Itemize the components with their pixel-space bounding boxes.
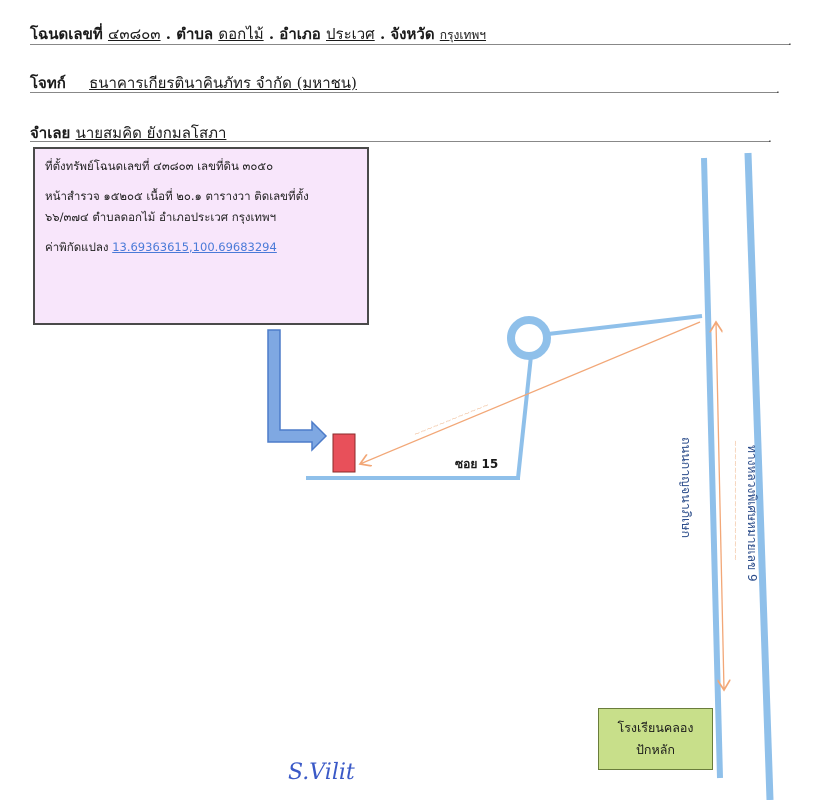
- district-value: ประเวศ: [326, 25, 375, 43]
- property-marker: [332, 433, 356, 473]
- plaintiff-dot: .: [776, 82, 780, 96]
- distance-note: ~~~~~~~~~~~~: [412, 400, 490, 438]
- defendant-line: จำเลย นายสมคิด ยังกมลโสภา: [30, 121, 226, 145]
- school-landmark: โรงเรียนคลอง ปักหลัก: [598, 708, 713, 770]
- info-line-1: ที่ตั้งทรัพย์โฉนดเลขที่ ๔๓๘๐๓ เลขที่ดิน …: [45, 159, 274, 173]
- info-coord-line: ค่าพิกัดแปลง 13.69363615,100.69683294: [45, 240, 357, 256]
- defendant-dot: .: [768, 131, 772, 145]
- plaintiff-value: ธนาคารเกียรตินาคินภัทร จำกัด (มหาชน): [89, 74, 357, 92]
- defendant-label: จำเลย: [30, 124, 71, 142]
- info-line-2: หน้าสำรวจ ๑๕๒๐๕ เนื้อที่ ๒๐.๑ ตารางวา ติ…: [45, 188, 309, 203]
- deed-line: โฉนดเลขที่ ๔๓๘๐๓ . ตำบล ดอกไม้ . อำเภอ ป…: [30, 22, 486, 46]
- plaintiff-line: โจทก์ ธนาคารเกียรตินาคินภัทร จำกัด (มหาช…: [30, 71, 357, 95]
- kanchanaphisek-label: ถนนกาญจนาภิเษก: [679, 437, 694, 539]
- deed-rule: [30, 44, 790, 45]
- defendant-rule: [30, 141, 770, 142]
- distance-arrow-school: [716, 322, 724, 690]
- branch-road: [547, 314, 703, 336]
- distance-note-2: ~~~~~~~~~~~~~~~~~~: [731, 440, 740, 561]
- highway-road: [744, 152, 774, 800]
- kanchanaphisek-road: [701, 157, 723, 779]
- pointer-arrow: [267, 329, 328, 452]
- highway-label: ทางหลวงพิเศษหมายเลข 9: [745, 445, 759, 582]
- deed-dot: .: [788, 34, 792, 48]
- soi-vertical-road: [516, 355, 533, 479]
- signature: S.Vilit: [288, 760, 355, 785]
- info-line-3: ๖๖/๓๗๔ ตำบลดอกไม้ อำเภอประเวศ กรุงเทพฯ: [45, 210, 277, 225]
- school-line-1: โรงเรียนคลอง: [617, 719, 694, 735]
- subdistrict-value: ดอกไม้: [218, 25, 264, 43]
- coord-link[interactable]: 13.69363615,100.69683294: [112, 239, 277, 254]
- roundabout: [507, 316, 551, 360]
- coord-label: ค่าพิกัดแปลง: [45, 239, 109, 254]
- distance-arrow-property: [360, 321, 701, 464]
- soi-label: ซอย 15: [455, 457, 499, 471]
- defendant-value: นายสมคิด ยังกมลโสภา: [75, 124, 227, 142]
- subdistrict-label: . ตำบล: [165, 25, 214, 43]
- deed-label: โฉนดเลขที่: [30, 25, 103, 43]
- district-label: . อำเภอ: [268, 25, 321, 43]
- plaintiff-rule: [30, 92, 778, 93]
- property-info-box: ที่ตั้งทรัพย์โฉนดเลขที่ ๔๓๘๐๓ เลขที่ดิน …: [33, 147, 369, 325]
- school-line-2: ปักหลัก: [636, 742, 675, 757]
- plaintiff-label: โจทก์: [30, 74, 66, 92]
- province-label: . จังหวัด: [379, 25, 435, 43]
- deed-number: ๔๓๘๐๓: [107, 25, 161, 43]
- province-value: กรุงเทพฯ: [439, 28, 487, 42]
